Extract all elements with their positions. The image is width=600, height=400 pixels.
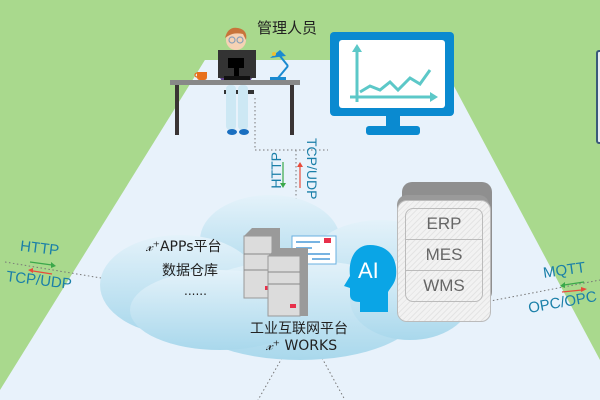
more-items-ellipsis: ...... [184,284,207,298]
ai-head-icon [344,245,397,312]
systems-list: ERP MES WMS [405,208,483,302]
server-stack-icon [243,228,337,317]
x-plus-logo: 𝓍⁺ [266,338,280,354]
system-erp[interactable]: ERP [406,209,482,240]
system-mes[interactable]: MES [406,240,482,271]
system-wms[interactable]: WMS [423,276,465,295]
data-warehouse-label: 数据仓库 [162,263,218,279]
ai-label: AI [358,258,379,283]
apps-platform-label: 𝓍⁺APPs平台 [146,239,222,255]
partial-device-icon [596,50,600,144]
works-label: 𝓍⁺ WORKS [266,338,338,354]
analytics-monitor-icon [330,32,454,135]
protocol-http-top: HTTP [268,152,284,189]
industrial-internet-platform-label: 工业互联网平台 [250,321,348,337]
admin-label: 管理人员 [257,19,318,37]
admin-desk-illustration [170,27,300,135]
protocol-tcpudp-top: TCP/UDP [304,138,320,200]
x-plus-logo: 𝓍⁺ [146,239,160,255]
systems-card: ERP MES WMS [397,200,491,322]
